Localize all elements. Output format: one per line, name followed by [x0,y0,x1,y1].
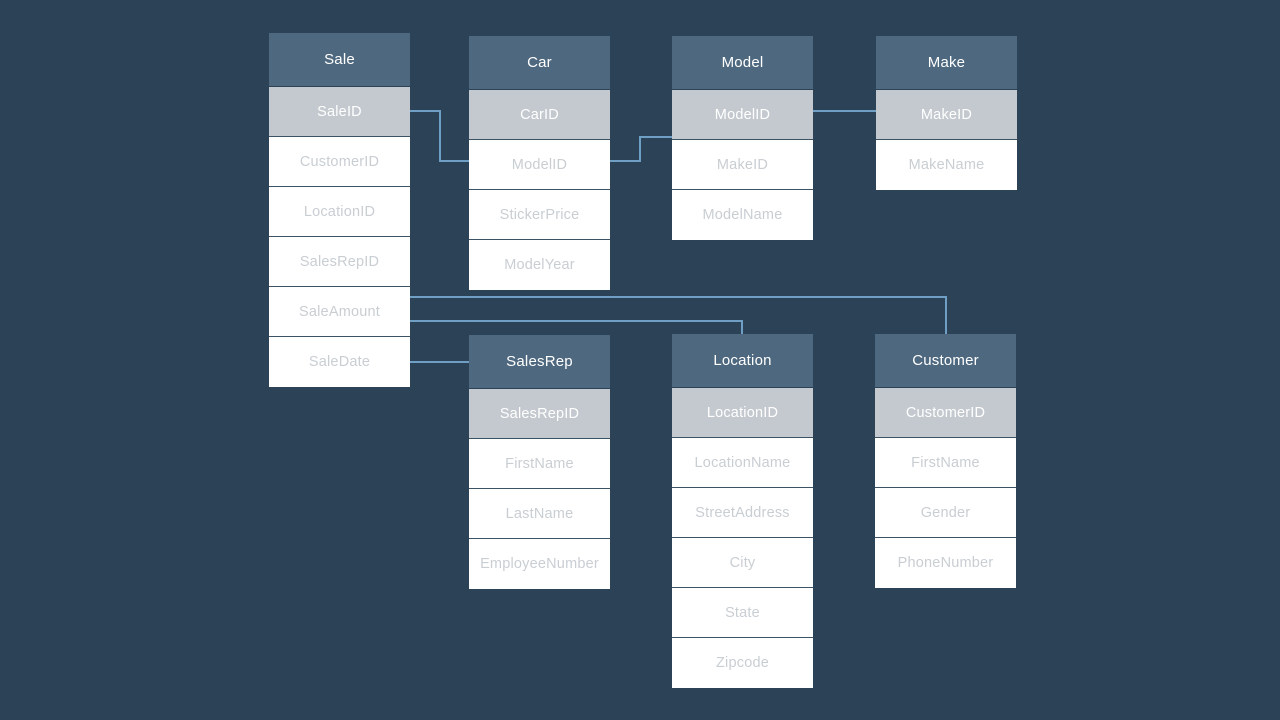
field-row-location-zipcode[interactable]: Zipcode [672,638,813,688]
field-row-make-makename[interactable]: MakeName [876,140,1017,190]
field-row-location-locationid[interactable]: LocationID [672,388,813,438]
field-row-sale-saleid[interactable]: SaleID [269,87,410,137]
field-row-customer-phonenumber[interactable]: PhoneNumber [875,538,1016,588]
field-row-customer-customerid[interactable]: CustomerID [875,388,1016,438]
relationship-line-sale-to-customer [410,296,947,335]
field-row-model-makeid[interactable]: MakeID [672,140,813,190]
field-row-model-modelid[interactable]: ModelID [672,90,813,140]
field-row-sale-saleamount[interactable]: SaleAmount [269,287,410,337]
field-row-location-streetaddress[interactable]: StreetAddress [672,488,813,538]
field-row-model-modelname[interactable]: ModelName [672,190,813,240]
entity-header-make: Make [876,36,1017,90]
field-row-car-carid[interactable]: CarID [469,90,610,140]
entity-header-sale: Sale [269,33,410,87]
entity-header-car: Car [469,36,610,90]
field-row-make-makeid[interactable]: MakeID [876,90,1017,140]
field-row-location-state[interactable]: State [672,588,813,638]
entity-header-model: Model [672,36,813,90]
relationship-line-sale-to-car [410,110,470,162]
field-row-car-modelid[interactable]: ModelID [469,140,610,190]
field-row-sale-salesrepid[interactable]: SalesRepID [269,237,410,287]
field-row-salesrep-lastname[interactable]: LastName [469,489,610,539]
entity-header-customer: Customer [875,334,1016,388]
field-row-salesrep-firstname[interactable]: FirstName [469,439,610,489]
entity-header-salesrep: SalesRep [469,335,610,389]
field-row-sale-customerid[interactable]: CustomerID [269,137,410,187]
field-row-location-locationname[interactable]: LocationName [672,438,813,488]
field-row-customer-gender[interactable]: Gender [875,488,1016,538]
field-row-car-modelyear[interactable]: ModelYear [469,240,610,290]
field-row-sale-locationid[interactable]: LocationID [269,187,410,237]
relationship-line-sale-to-location [410,320,743,335]
field-row-salesrep-salesrepid[interactable]: SalesRepID [469,389,610,439]
field-row-sale-saledate[interactable]: SaleDate [269,337,410,387]
field-row-salesrep-employeenumber[interactable]: EmployeeNumber [469,539,610,589]
entity-header-location: Location [672,334,813,388]
field-row-car-stickerprice[interactable]: StickerPrice [469,190,610,240]
field-row-customer-firstname[interactable]: FirstName [875,438,1016,488]
field-row-location-city[interactable]: City [672,538,813,588]
relationship-line-car-to-model [610,136,672,162]
